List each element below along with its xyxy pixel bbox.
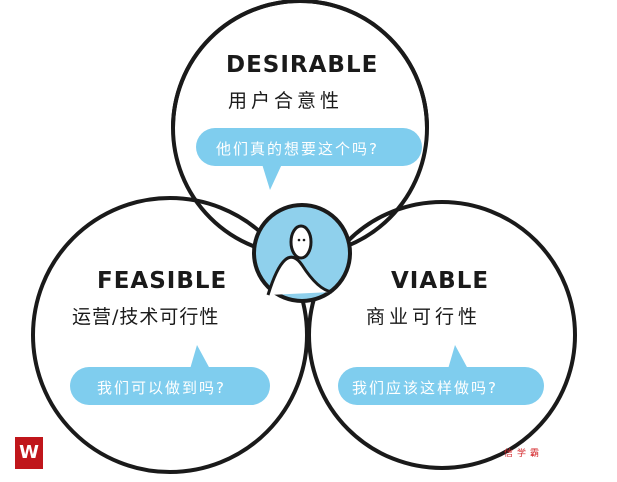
character-body-icon [266,255,333,296]
desirable-question: 他们真的想要这个吗? [216,140,379,158]
bubble-feasible [70,367,270,405]
viable-subtitle: 商业可行性 [366,306,482,328]
watermark-text: 信学霸 [504,449,544,459]
bubble-viable-tail [448,345,468,369]
desirable-title: DESIRABLE [226,52,379,78]
center-figure [252,203,352,303]
viable-question: 我们应该这样做吗? [352,379,498,397]
feasible-question: 我们可以做到吗? [97,379,226,397]
desirable-subtitle: 用户合意性 [228,90,344,112]
bubble-feasible-tail [190,345,210,369]
watermark-logo: W [15,437,43,469]
bubble-desirable-tail [262,164,282,190]
character-head-icon [289,224,313,260]
bubble-desirable [196,128,422,166]
bubble-viable [338,367,544,405]
arc-desirable-over [171,0,429,129]
circle-viable [307,200,577,470]
character-eye-icon [302,238,306,242]
viable-title: VIABLE [391,268,490,294]
character-eye-icon [297,238,301,242]
feasible-subtitle: 运营/技术可行性 [72,306,220,328]
feasible-title: FEASIBLE [97,268,228,294]
